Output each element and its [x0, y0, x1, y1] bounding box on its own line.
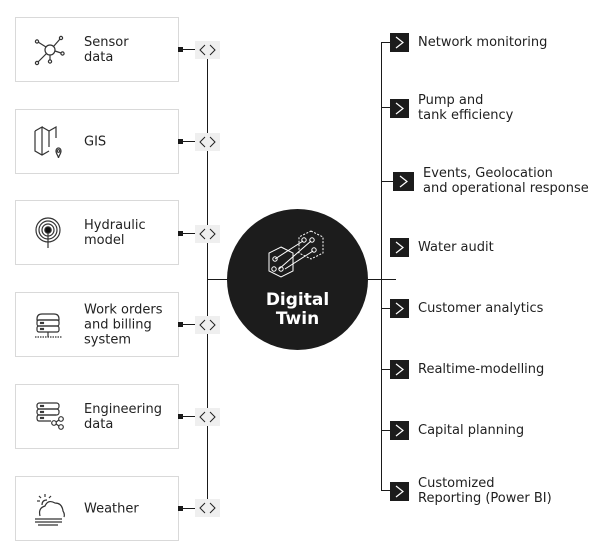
connector-dot: [178, 322, 183, 327]
output-label: Events, Geolocation and operational resp…: [423, 166, 589, 196]
source-label: Weather: [84, 501, 139, 516]
chevron-right-icon: [390, 299, 409, 318]
connector-stub: [182, 233, 195, 234]
connector-stub: [182, 49, 195, 50]
chevron-right-icon: [393, 171, 414, 191]
source-sensor-data[interactable]: Sensor data: [15, 17, 179, 82]
code-diamond-icon[interactable]: [195, 499, 220, 517]
code-diamond-icon[interactable]: [195, 316, 220, 334]
connector-stub: [182, 508, 195, 509]
right-trunk-line: [381, 42, 382, 491]
output-label: Realtime-modelling: [418, 362, 545, 377]
output-label: Water audit: [418, 240, 494, 255]
output-label: Capital planning: [418, 423, 525, 438]
output-events-geolocation[interactable]: Events, Geolocation and operational resp…: [393, 166, 589, 196]
connector-dot: [178, 414, 183, 419]
connector-dot: [178, 231, 183, 236]
broadcast-icon: [32, 215, 68, 251]
output-water-audit[interactable]: Water audit: [390, 238, 494, 257]
database-share-icon: [32, 399, 68, 435]
chevron-right-icon: [390, 98, 409, 118]
output-stub: [381, 490, 390, 491]
map-pin-icon: [32, 124, 68, 160]
chevron-right-icon: [390, 421, 409, 440]
source-gis[interactable]: GIS: [15, 109, 179, 174]
hub-title: Digital Twin: [265, 290, 330, 329]
circuit-hexagon-icon: [261, 225, 333, 291]
weather-cloud-sun-icon: [32, 491, 68, 527]
source-label: GIS: [84, 134, 107, 149]
output-stub: [381, 181, 393, 182]
chevron-right-icon: [390, 33, 409, 52]
chevron-right-icon: [390, 238, 409, 257]
connector-stub: [182, 324, 195, 325]
output-stub: [381, 308, 390, 309]
output-customized-reporting[interactable]: Customized Reporting (Power BI): [390, 476, 552, 506]
source-label: Sensor data: [84, 34, 129, 65]
connector-dot: [178, 506, 183, 511]
connector-stub: [182, 416, 195, 417]
source-label: Engineering data: [84, 401, 162, 432]
source-work-orders[interactable]: Work orders and billing system: [15, 292, 179, 357]
source-hydraulic-model[interactable]: Hydraulic model: [15, 200, 179, 265]
output-label: Customized Reporting (Power BI): [418, 476, 552, 506]
left-hub-connector: [207, 279, 229, 280]
sensor-network-icon: [32, 32, 68, 68]
code-diamond-icon[interactable]: [195, 133, 220, 151]
server-icon: [32, 307, 68, 343]
right-hub-connector: [368, 279, 396, 280]
source-weather[interactable]: Weather: [15, 476, 179, 541]
output-customer-analytics[interactable]: Customer analytics: [390, 299, 543, 318]
output-stub: [381, 107, 390, 108]
digital-twin-hub[interactable]: Digital Twin: [227, 209, 368, 350]
connector-dot: [178, 47, 183, 52]
output-pump-tank-efficiency[interactable]: Pump and tank efficiency: [390, 93, 513, 123]
output-label: Network monitoring: [418, 35, 548, 50]
code-diamond-icon[interactable]: [195, 408, 220, 426]
chevron-right-icon: [390, 360, 409, 379]
output-realtime-modelling[interactable]: Realtime-modelling: [390, 360, 544, 379]
connector-stub: [182, 141, 195, 142]
output-stub: [381, 430, 390, 431]
output-label: Customer analytics: [418, 301, 544, 316]
connector-dot: [178, 139, 183, 144]
code-diamond-icon[interactable]: [195, 225, 220, 243]
output-stub: [381, 42, 390, 43]
output-label: Pump and tank efficiency: [418, 93, 514, 123]
source-engineering-data[interactable]: Engineering data: [15, 384, 179, 449]
chevron-right-icon: [390, 481, 409, 501]
source-label: Work orders and billing system: [84, 302, 163, 347]
left-trunk-line: [207, 58, 208, 508]
source-label: Hydraulic model: [84, 217, 146, 248]
output-capital-planning[interactable]: Capital planning: [390, 421, 524, 440]
output-stub: [381, 369, 390, 370]
code-diamond-icon[interactable]: [195, 41, 220, 59]
output-network-monitoring[interactable]: Network monitoring: [390, 33, 547, 52]
